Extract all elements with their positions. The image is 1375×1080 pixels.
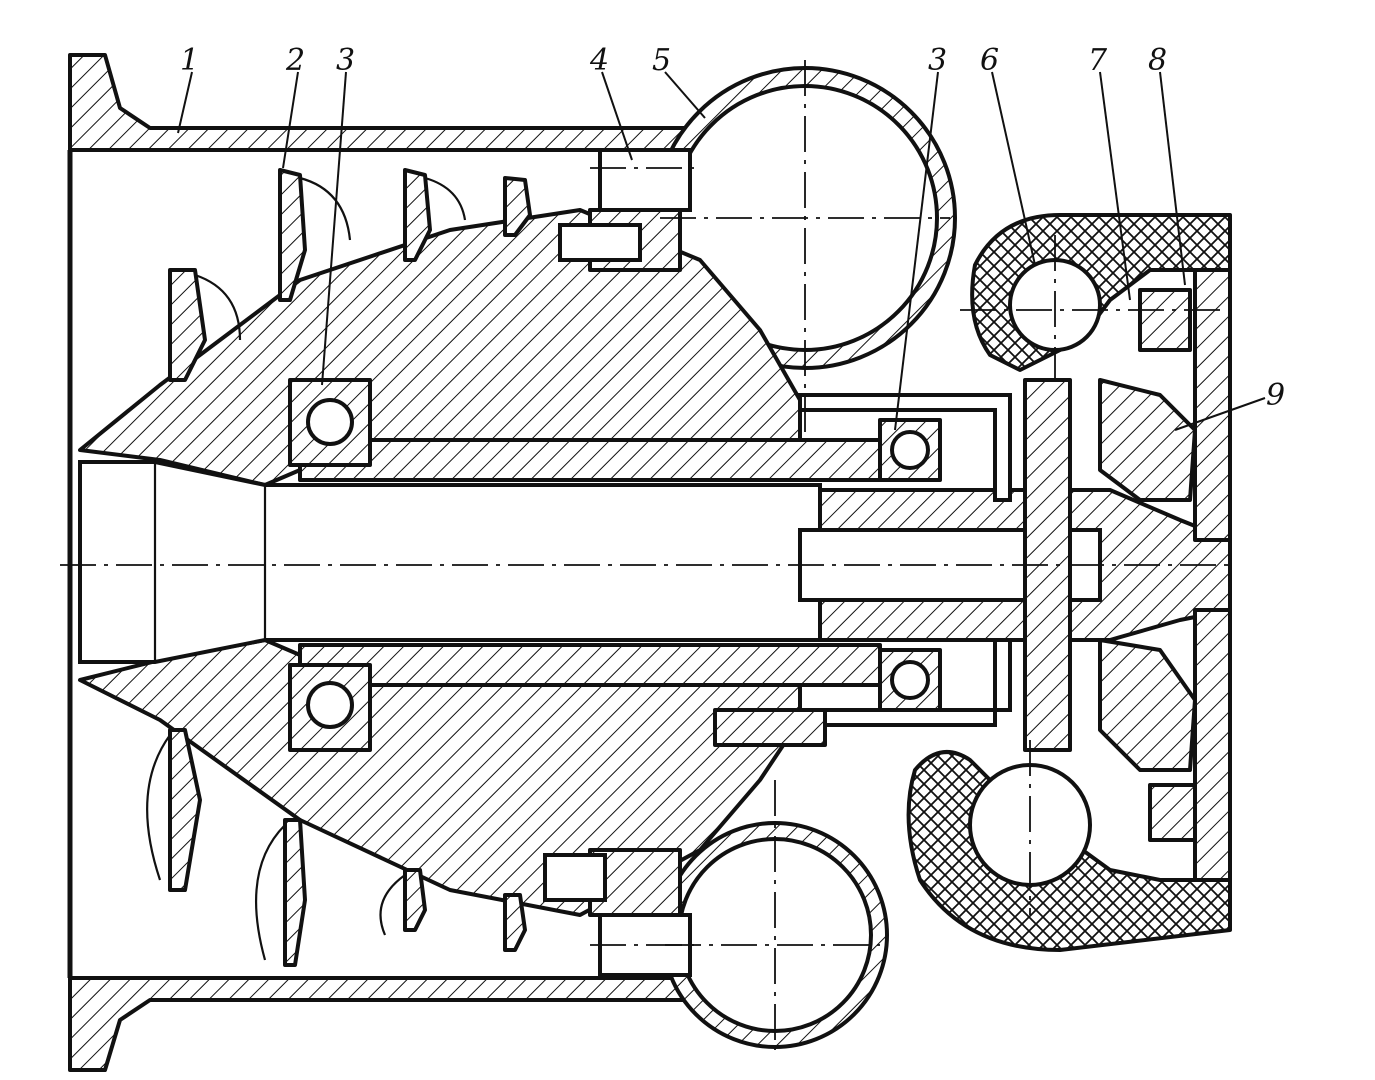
housing-lower-wall: [68, 976, 702, 1072]
centerlines: [60, 60, 1240, 1050]
bearing-left-upper: [288, 378, 372, 467]
bearing-left-lower: [288, 663, 372, 752]
callout-2: 2: [285, 43, 305, 78]
rotor-cone: [78, 208, 802, 917]
callout-1: 1: [180, 43, 199, 78]
support-strut-upper: [558, 148, 692, 272]
callout-6: 6: [980, 43, 999, 78]
blades-lower: [146, 728, 527, 967]
main-shaft: [298, 438, 1232, 687]
connecting-tube-lower: [713, 638, 1012, 747]
callout-3-right: 3: [928, 43, 947, 78]
bearing-right-upper: [878, 418, 942, 482]
bearing-right-lower: [878, 648, 942, 712]
connecting-tube-upper: [798, 393, 1012, 502]
callout-8: 8: [1148, 43, 1167, 78]
callout-4: 4: [589, 43, 609, 78]
callout-5: 5: [652, 43, 671, 78]
gear-disk: [1023, 288, 1197, 842]
leader-lines: [177, 71, 1266, 431]
end-plate: [1193, 268, 1232, 882]
central-bore: [78, 460, 822, 664]
callout-9: 9: [1266, 378, 1285, 413]
blades-upper: [168, 168, 532, 382]
callout-3-left: 3: [336, 43, 355, 78]
gear-casing-lower: [906, 750, 1232, 952]
callouts: 1 2 3 4 5 3 6 7 8 9: [180, 43, 1285, 413]
callout-7: 7: [1088, 43, 1108, 78]
